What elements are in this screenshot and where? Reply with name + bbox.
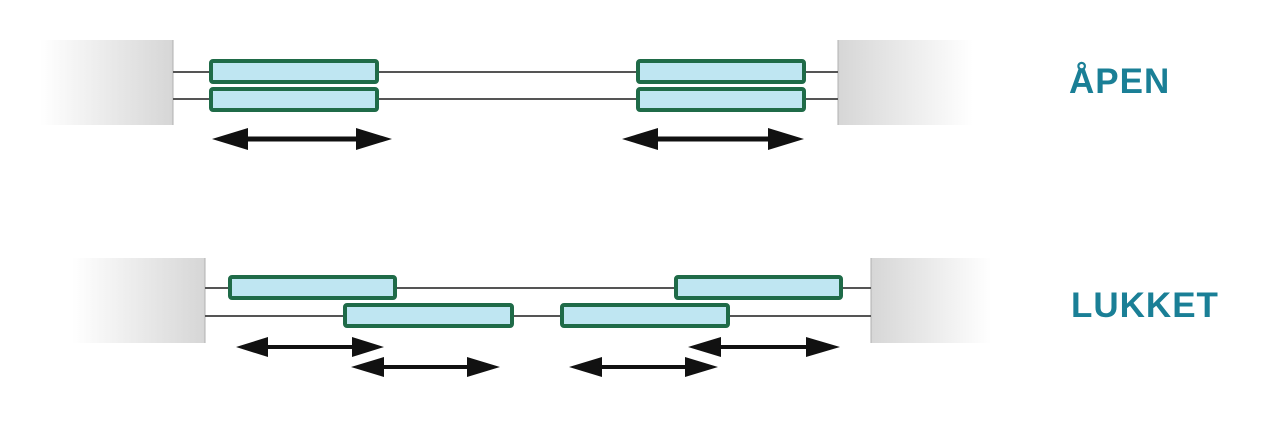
left-wall [72, 258, 205, 343]
closed-state-diagram [72, 258, 991, 377]
closed-state-label: LUKKET [1071, 286, 1219, 325]
open-state-label: ÅPEN [1069, 62, 1171, 101]
double-headed-arrow-icon [569, 357, 718, 377]
door-panel [560, 303, 730, 328]
door-panel [674, 275, 843, 300]
double-headed-arrow-icon [236, 337, 384, 357]
open-state-diagram [40, 40, 973, 150]
double-headed-arrow-icon [212, 128, 392, 150]
door-panel [209, 59, 379, 84]
right-wall [838, 40, 973, 125]
double-headed-arrow-icon [622, 128, 804, 150]
door-panel [636, 87, 806, 112]
door-panel [209, 87, 379, 112]
door-panel [228, 275, 397, 300]
right-wall [871, 258, 991, 343]
door-panel [636, 59, 806, 84]
door-panel [343, 303, 514, 328]
double-headed-arrow-icon [688, 337, 840, 357]
left-wall [40, 40, 173, 125]
double-headed-arrow-icon [351, 357, 500, 377]
